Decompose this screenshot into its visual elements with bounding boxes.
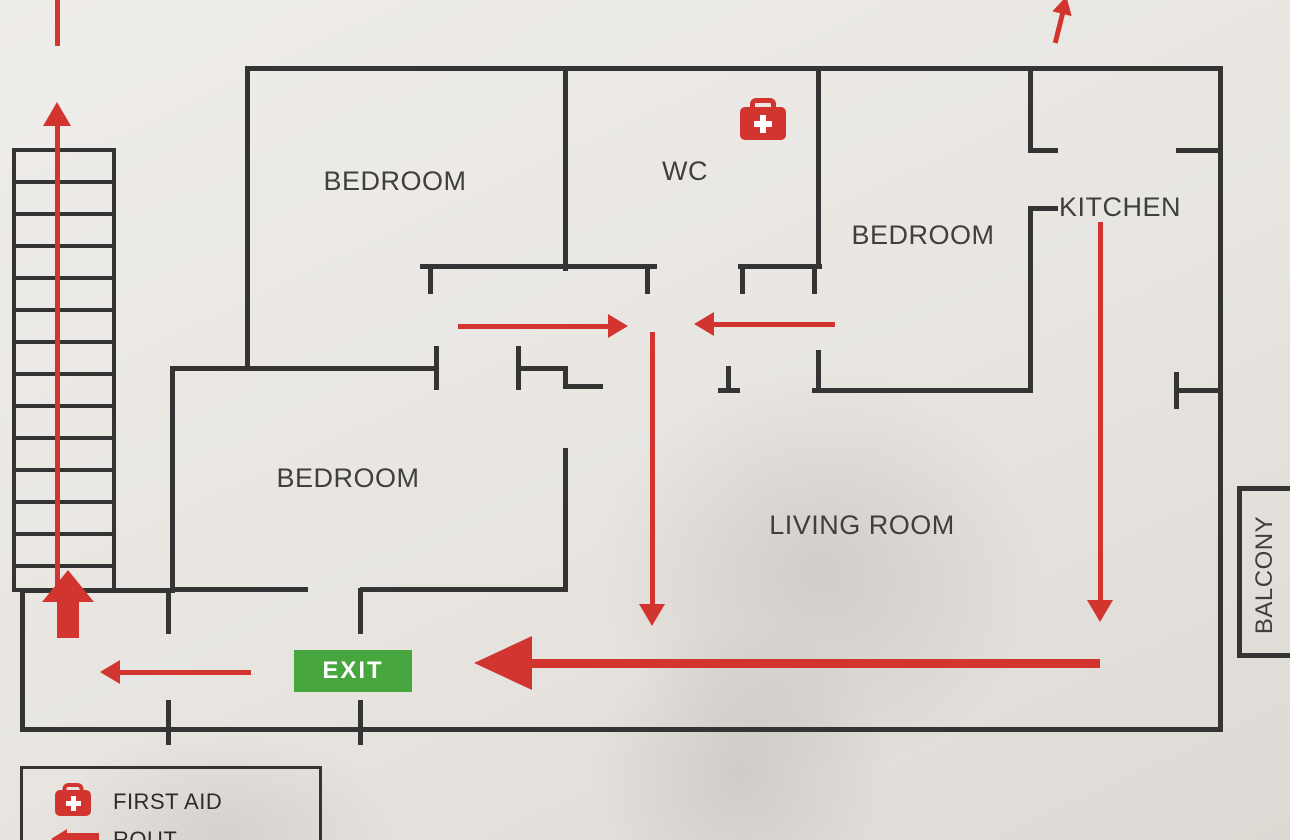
wall (245, 66, 250, 371)
door-jamb (1028, 148, 1058, 153)
door-jamb (166, 700, 171, 745)
door-jamb (812, 264, 817, 294)
legend-first-aid-label: FIRST AID (113, 789, 223, 814)
wall (1176, 388, 1221, 393)
room-label-balcony: BALCONY (1251, 515, 1279, 635)
wall (1237, 486, 1290, 491)
arrow-stem (1052, 11, 1066, 44)
door-jamb (645, 264, 650, 294)
arrow-stem (713, 322, 835, 327)
wall (170, 366, 175, 592)
legend-first-aid-icon (55, 783, 91, 816)
arrow-stem (57, 600, 79, 638)
room-label-bedroom-lower-left: BEDROOM (276, 463, 420, 493)
legend-route-label: ROUT (113, 827, 178, 840)
wall (518, 366, 568, 371)
photo-shadow (590, 360, 1050, 780)
door-jamb (166, 588, 171, 634)
wall (816, 66, 821, 266)
arrow-stem (55, 0, 60, 46)
arrow-stem (1098, 222, 1103, 602)
door-jamb (726, 366, 731, 393)
wall (738, 264, 822, 269)
wall (816, 350, 821, 392)
wall (360, 587, 568, 592)
door-jamb (563, 384, 603, 389)
first-aid-icon (740, 98, 786, 140)
arrow-stem (119, 670, 251, 675)
wall (20, 727, 1223, 732)
wall (1237, 653, 1290, 658)
wall (420, 264, 657, 269)
first-aid-handle (750, 98, 776, 114)
wall (563, 366, 568, 388)
arrow-head (474, 636, 532, 690)
room-label-balcony-wrap: BALCONY (1240, 492, 1290, 658)
staircase (12, 148, 116, 592)
room-label-wc: WC (662, 156, 708, 186)
arrow-head (43, 102, 71, 126)
exit-sign: EXIT (294, 650, 412, 692)
door-jamb (358, 588, 363, 634)
first-aid-cross (55, 790, 91, 816)
door-jamb (358, 700, 363, 745)
wall (170, 366, 438, 371)
arrow-head (100, 660, 120, 684)
door-jamb (1176, 148, 1221, 153)
door-jamb (516, 346, 521, 390)
wall (170, 587, 308, 592)
first-aid-cross (740, 107, 786, 140)
first-aid-handle (62, 783, 84, 796)
route-arrow-top-right (1034, 0, 1089, 53)
door-jamb (740, 264, 745, 294)
room-label-living-room: LIVING ROOM (769, 510, 955, 540)
door-jamb (1174, 372, 1179, 409)
arrow-head (639, 604, 665, 626)
arrow-head (51, 829, 67, 840)
wall (563, 66, 568, 271)
arrow-stem (55, 124, 60, 602)
wall (1028, 210, 1033, 393)
room-label-bedroom-right: BEDROOM (851, 220, 995, 250)
legend-box: FIRST AID ROUT (20, 766, 322, 840)
wall (20, 588, 175, 593)
wall (245, 66, 1223, 71)
wall (1218, 66, 1223, 732)
arrow-stem (67, 833, 99, 840)
room-label-kitchen: KITCHEN (1058, 192, 1181, 222)
door-jamb (434, 346, 439, 390)
arrow-stem (532, 659, 1100, 668)
wall (563, 448, 568, 592)
arrow-head (694, 312, 714, 336)
arrow-stem (458, 324, 610, 329)
wall (20, 588, 25, 732)
arrow-stem (650, 332, 655, 606)
arrow-head (42, 570, 94, 602)
arrow-head (608, 314, 628, 338)
wall (1237, 486, 1242, 658)
arrow-head (1087, 600, 1113, 622)
door-jamb (428, 264, 433, 294)
wall (1028, 66, 1033, 150)
wall (812, 388, 1033, 393)
door-jamb (1028, 206, 1058, 211)
room-label-bedroom-top-left: BEDROOM (323, 166, 467, 196)
